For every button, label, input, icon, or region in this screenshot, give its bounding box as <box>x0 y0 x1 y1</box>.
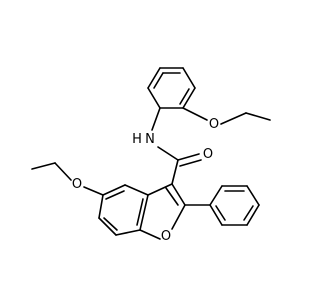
structure-diagram: N H O O O O <box>31 67 271 244</box>
atom-oxygen-carbonyl: O <box>203 147 213 162</box>
top-ethoxy-group <box>182 107 271 125</box>
atom-labels: N H O O O O <box>72 117 219 244</box>
molecule-drawing: N H O O O O <box>31 67 271 244</box>
atom-oxygen-left-ether: O <box>72 177 82 192</box>
phenyl-ring <box>184 185 260 226</box>
atom-nitrogen: N <box>145 132 155 147</box>
atom-oxygen-furan: O <box>161 229 171 244</box>
benzofuran-benzene-ring <box>98 184 149 236</box>
atom-hydrogen: H <box>132 132 142 147</box>
amide-group <box>151 107 202 185</box>
benzofuran-furan-ring <box>139 183 186 240</box>
atom-oxygen-top-ether: O <box>209 117 219 132</box>
top-aryl-ring <box>147 67 196 109</box>
left-ethoxy-group <box>31 162 104 196</box>
